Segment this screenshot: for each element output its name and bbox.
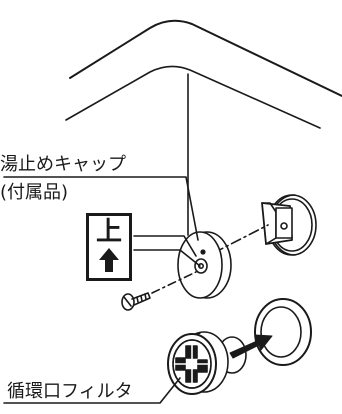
stopper-cap [177, 231, 232, 299]
up-indicator-box: 上 [86, 213, 132, 281]
filter-label: 循環口フィルタ [7, 381, 133, 402]
bathtub-inner-edge [65, 65, 321, 129]
up-box-leader-2 [133, 249, 201, 267]
cap-label: 湯止めキャップ [0, 154, 126, 175]
ring-seal [254, 298, 312, 366]
screw-guide [151, 271, 197, 294]
bathtub-outer-edge [69, 19, 342, 97]
cap-accessory-note: (付属品) [0, 182, 69, 203]
circulation-filter [167, 331, 247, 395]
circulation-port [261, 194, 317, 256]
up-box-leader [133, 235, 197, 257]
cap-leader-line [3, 176, 199, 241]
up-mark: 上 [95, 217, 122, 247]
up-arrow-icon [99, 248, 119, 272]
screw [121, 292, 151, 311]
filter-leader-line [3, 377, 181, 404]
insert-arrow [229, 334, 273, 359]
